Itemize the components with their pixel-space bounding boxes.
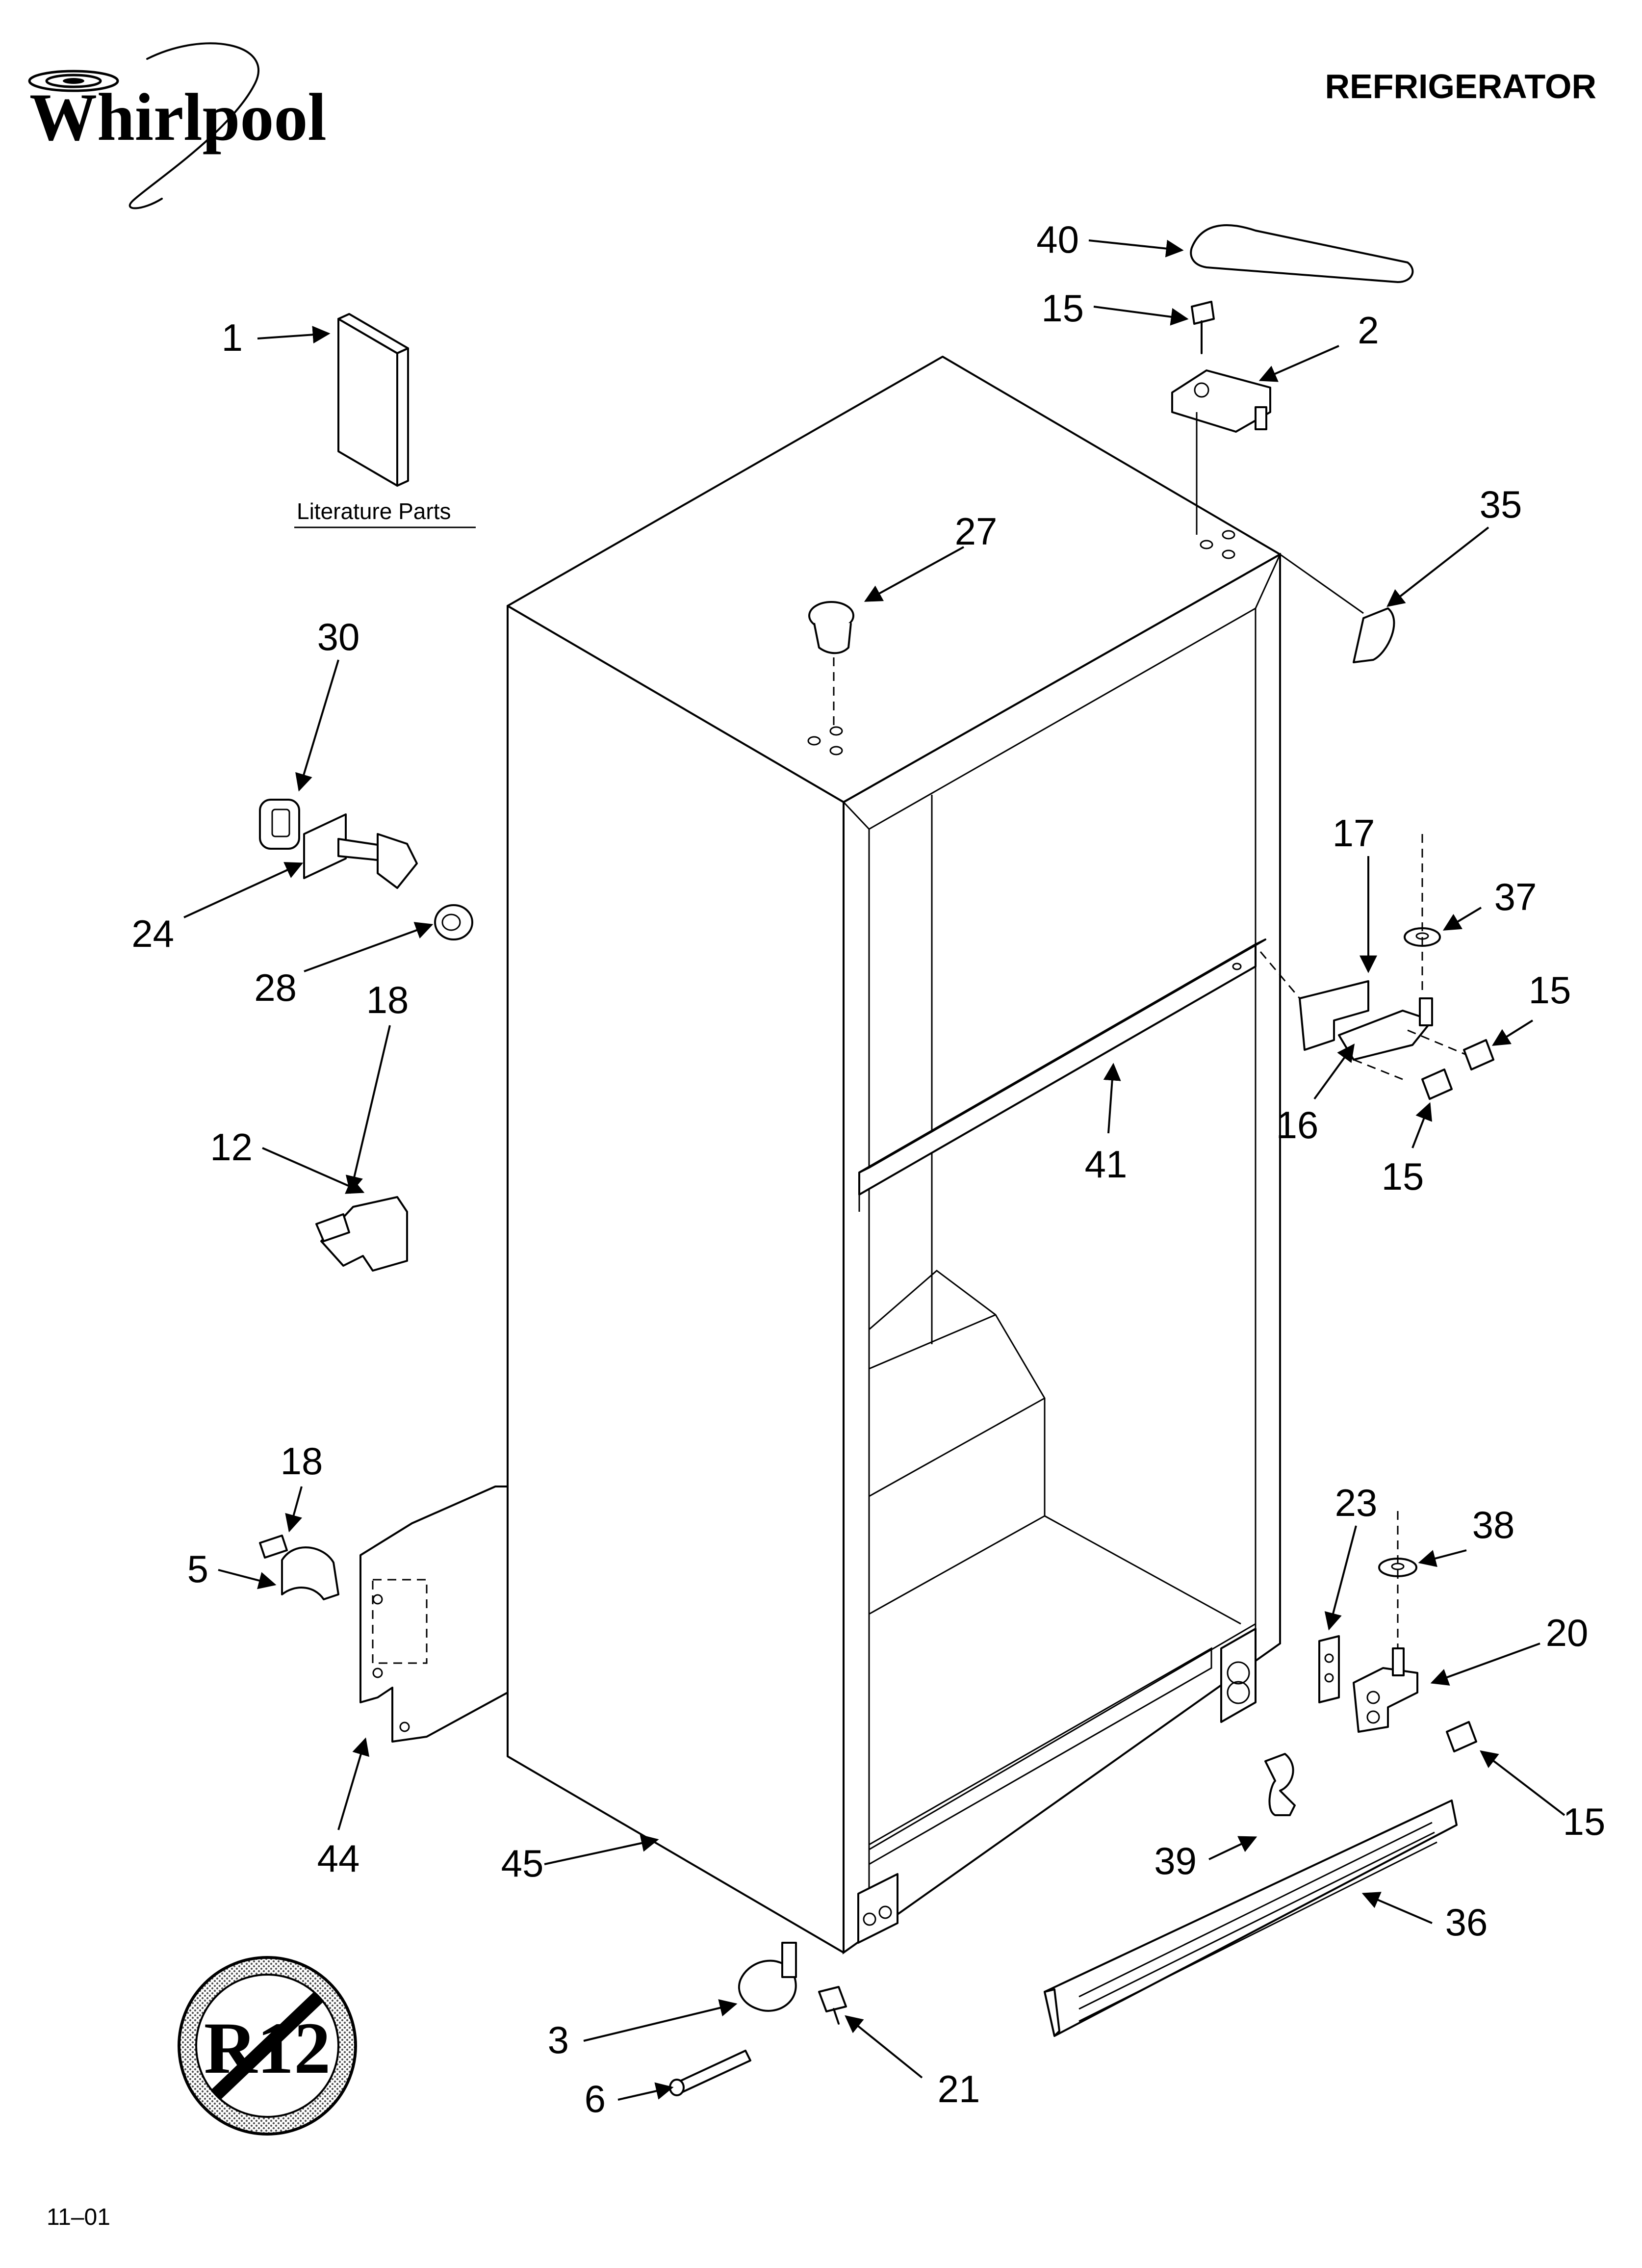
bottom-hinge xyxy=(1353,1647,1418,1733)
hinge-shim xyxy=(1318,1635,1340,1703)
callout-1: 1 xyxy=(222,316,243,359)
hinge-washer-lower xyxy=(1378,1511,1417,1653)
callout-39: 39 xyxy=(1154,1839,1197,1882)
callout-28: 28 xyxy=(254,966,297,1009)
callout-18-upper: 18 xyxy=(366,978,409,1021)
callout-30: 30 xyxy=(317,615,360,658)
no-r12-badge: R12 xyxy=(178,1956,357,2136)
literature-parts-label: Literature Parts xyxy=(297,498,451,524)
callout-20: 20 xyxy=(1546,1611,1589,1654)
hinge-cover xyxy=(1280,553,1395,663)
callout-40: 40 xyxy=(1036,218,1079,261)
callout-5: 5 xyxy=(187,1547,208,1590)
callout-12: 12 xyxy=(210,1125,253,1169)
callout-27: 27 xyxy=(955,510,998,553)
callout-38: 38 xyxy=(1472,1503,1515,1546)
hinge-washer-upper xyxy=(1404,834,1441,996)
callout-16: 16 xyxy=(1276,1103,1319,1147)
callout-2: 2 xyxy=(1358,309,1379,352)
callout-labels: 1 2 3 5 6 12 15 15 15 15 16 17 18 18 20 … xyxy=(131,218,1605,2120)
leveling-roller xyxy=(738,1942,797,2012)
whirlpool-logo: Whirlpool xyxy=(28,42,327,209)
lower-hinge-assembly xyxy=(857,1628,1257,1944)
middle-hinge-screws xyxy=(1421,1039,1494,1100)
callout-37: 37 xyxy=(1494,875,1537,918)
callout-44: 44 xyxy=(317,1837,360,1880)
callout-17: 17 xyxy=(1333,811,1375,855)
callout-15-bottom: 15 xyxy=(1563,1800,1606,1843)
washer xyxy=(434,904,473,940)
callout-35: 35 xyxy=(1480,483,1522,526)
bottom-hinge-screw xyxy=(1446,1721,1477,1752)
callout-21: 21 xyxy=(938,2067,980,2111)
top-hinge xyxy=(1171,369,1271,535)
callout-23: 23 xyxy=(1335,1481,1378,1524)
callout-15-top: 15 xyxy=(1041,287,1084,330)
brand-name: Whirlpool xyxy=(29,79,327,155)
refrigerator-cabinet xyxy=(507,356,1281,1955)
roller-pin xyxy=(669,2050,751,2096)
toe-grille xyxy=(1044,1799,1458,2037)
middle-hinge xyxy=(1259,951,1467,1080)
door-stop-cam xyxy=(303,813,418,889)
callout-6: 6 xyxy=(585,2077,606,2120)
hinge-cap xyxy=(1190,224,1414,283)
literature-booklet xyxy=(337,313,409,487)
cabinet-plug xyxy=(808,601,854,731)
side-panel xyxy=(359,1486,509,1743)
leader-lines xyxy=(183,239,1565,2101)
date-code: 11–01 xyxy=(47,2204,110,2230)
callout-18-lower: 18 xyxy=(281,1439,323,1483)
callout-15-mid-right: 15 xyxy=(1529,968,1571,1012)
callout-15-mid-lower: 15 xyxy=(1382,1155,1424,1198)
callout-36: 36 xyxy=(1445,1901,1488,1944)
grille-clip xyxy=(1264,1753,1296,1816)
roller-screw xyxy=(818,1986,847,2025)
top-hinge-screw xyxy=(1191,301,1215,354)
callout-24: 24 xyxy=(131,912,174,955)
callout-41: 41 xyxy=(1085,1143,1128,1186)
page-title: REFRIGERATOR xyxy=(1325,67,1596,105)
clip-bracket xyxy=(315,1196,408,1272)
panel-clamp xyxy=(259,1535,339,1600)
callout-45: 45 xyxy=(501,1842,544,1885)
grommet xyxy=(259,799,300,850)
callout-3: 3 xyxy=(548,2018,569,2061)
center-mullion-rail xyxy=(858,938,1266,1212)
